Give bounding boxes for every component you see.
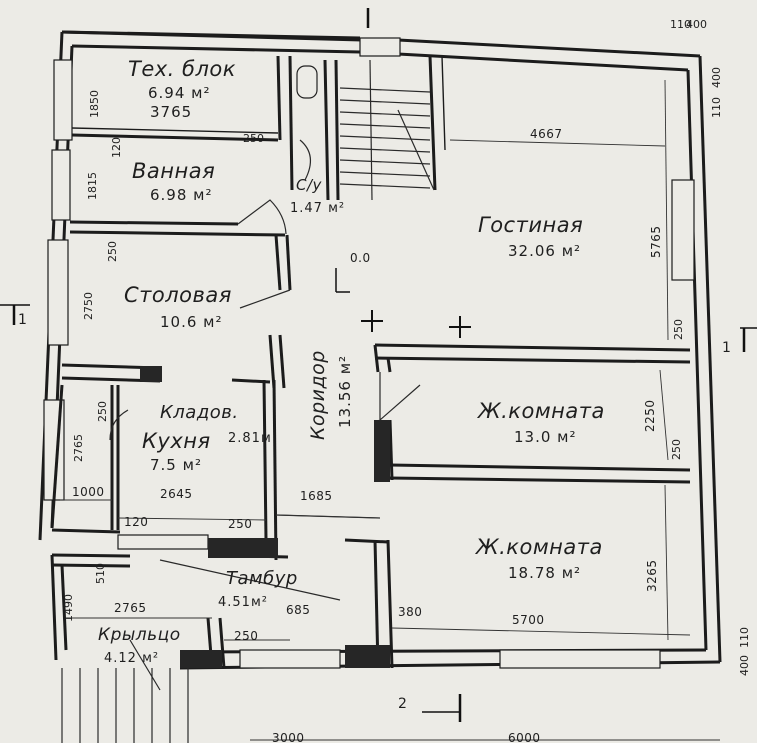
tech-block-name: Тех. блок (128, 57, 236, 81)
axis-markers (335, 268, 471, 338)
dim-6000: 6000 (508, 731, 541, 743)
dim-2765-bottom: 2765 (114, 601, 147, 615)
wc-name: С/у (296, 176, 323, 194)
section-mark-left: 1 (18, 312, 27, 328)
vestibule-area: 4.51м² (218, 595, 268, 610)
corridor-area: 13.56 м² (336, 355, 354, 428)
dim-2250: 2250 (643, 399, 657, 432)
dim-1815: 1815 (86, 172, 99, 200)
dim-250-b: 250 (106, 241, 119, 262)
section-mark-labels: 1 1 2 (18, 312, 731, 712)
dim-110-side: 110 (710, 97, 723, 118)
dim-380: 380 (398, 605, 422, 619)
tech-block-dim: 3765 (150, 103, 192, 121)
pantry-name: Кладов. (160, 402, 239, 423)
dim-1685: 1685 (300, 489, 333, 503)
toilet-icon (296, 65, 318, 181)
room-labels: Тех. блок 6.94 м² 3765 Ванная 6.98 м² С/… (98, 57, 605, 666)
dim-250-f: 250 (228, 517, 252, 531)
dim-120-a: 120 (110, 137, 123, 158)
bedroom2-area: 18.78 м² (508, 564, 581, 582)
bedroom1-name: Ж.комната (476, 399, 605, 423)
window-left-dining (47, 239, 69, 346)
bathroom-area: 6.98 м² (150, 186, 213, 204)
pantry-area: 2.81м (228, 431, 272, 446)
wc-area: 1.47 м² (290, 201, 345, 216)
porch-steps (61, 668, 189, 743)
dim-400-bottom: 400 (738, 655, 751, 676)
dim-400-top: 400 (686, 18, 707, 31)
window-left-bath (51, 149, 71, 221)
dim-1490: 1490 (62, 594, 75, 622)
vestibule-name: Тамбур (226, 568, 298, 589)
dim-250-d: 250 (672, 319, 685, 340)
living-area: 32.06 м² (508, 242, 581, 260)
bedroom2-name: Ж.комната (474, 535, 603, 559)
living-name: Гостиная (478, 213, 583, 237)
dim-2645: 2645 (160, 487, 193, 501)
window-right-living (671, 179, 695, 281)
section-mark-right: 1 (722, 340, 731, 356)
window-kitchen-bottom (117, 534, 209, 550)
window-bottom-bedroom (499, 649, 661, 669)
dim-110-bottom: 110 (738, 627, 751, 648)
kitchen-area: 7.5 м² (150, 456, 202, 474)
bathroom-name: Ванная (132, 159, 215, 183)
windows (43, 37, 695, 669)
dim-1000: 1000 (72, 485, 105, 499)
dim-685: 685 (286, 603, 310, 617)
level-mark: 0.0 (350, 251, 371, 265)
staircase (339, 59, 435, 201)
porch-name: Крыльцо (98, 625, 181, 645)
window-left-tech (53, 59, 73, 141)
dim-250-c: 250 (96, 401, 109, 422)
dim-510: 510 (94, 563, 107, 584)
section-lines (0, 8, 757, 722)
dim-1850: 1850 (88, 90, 101, 118)
kitchen-name: Кухня (142, 429, 211, 453)
dim-5765: 5765 (649, 225, 663, 258)
dim-250-e: 250 (670, 439, 683, 460)
tech-block-area: 6.94 м² (148, 84, 211, 102)
corridor-name: Коридор (307, 350, 329, 440)
bedroom1-area: 13.0 м² (514, 428, 577, 446)
porch-area: 4.12 м² (104, 651, 159, 666)
dim-250-a: 250 (243, 132, 264, 145)
dim-110-top: 110 (670, 18, 691, 31)
interior-walls (50, 55, 691, 669)
wall-pillars (140, 366, 390, 668)
dim-5700: 5700 (512, 613, 545, 627)
dimension-lines (60, 79, 720, 741)
door-swings (109, 199, 421, 691)
dim-3000: 3000 (272, 731, 305, 743)
dining-area: 10.6 м² (160, 313, 223, 331)
dimension-labels: 110 400 400 110 1850 1815 2750 2765 1490… (62, 18, 751, 743)
dining-name: Столовая (124, 283, 232, 307)
dim-4667: 4667 (530, 127, 563, 141)
dim-120-b: 120 (124, 515, 148, 529)
dim-250-g: 250 (234, 629, 258, 643)
section-mark-bottom: 2 (398, 696, 407, 712)
window-top-stairs (359, 37, 401, 57)
dim-2765-left: 2765 (72, 434, 85, 462)
dim-2750: 2750 (82, 292, 95, 320)
window-bottom-porch (239, 649, 341, 669)
dim-400-side: 400 (710, 67, 723, 88)
dim-3265: 3265 (645, 559, 659, 592)
